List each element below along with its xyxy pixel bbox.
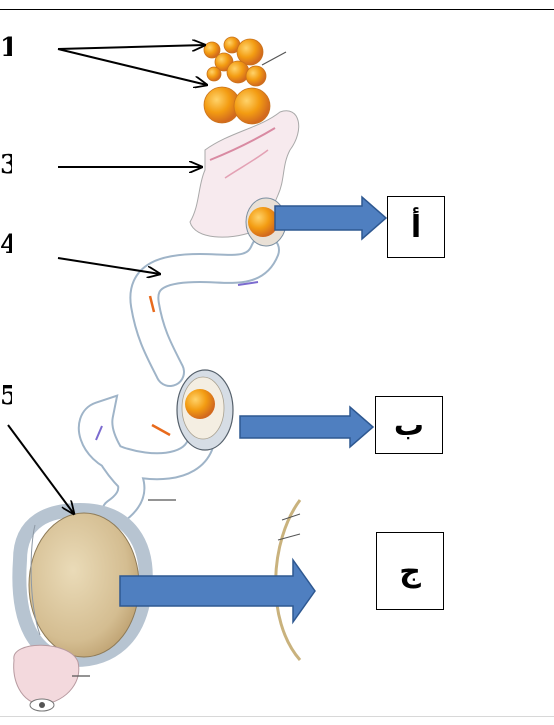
label-number-3: 3 xyxy=(0,152,12,178)
egg-in-oviduct xyxy=(177,370,233,450)
pointer-arrow-1b xyxy=(58,49,207,85)
answer-box-a: أ xyxy=(387,196,445,258)
label-number-5: 5 xyxy=(0,383,12,409)
pointer-arrow-5 xyxy=(8,425,74,514)
label-number-4: 4 xyxy=(0,232,12,258)
pointer-arrow-1a xyxy=(58,45,205,49)
answer-box-j: ج xyxy=(376,532,444,610)
blue-arrow-a xyxy=(275,197,386,239)
ovary-cluster xyxy=(204,37,286,124)
blue-arrow-b xyxy=(240,407,373,447)
answer-box-b: ب xyxy=(375,396,443,454)
label-number-1: 1 xyxy=(0,35,12,61)
